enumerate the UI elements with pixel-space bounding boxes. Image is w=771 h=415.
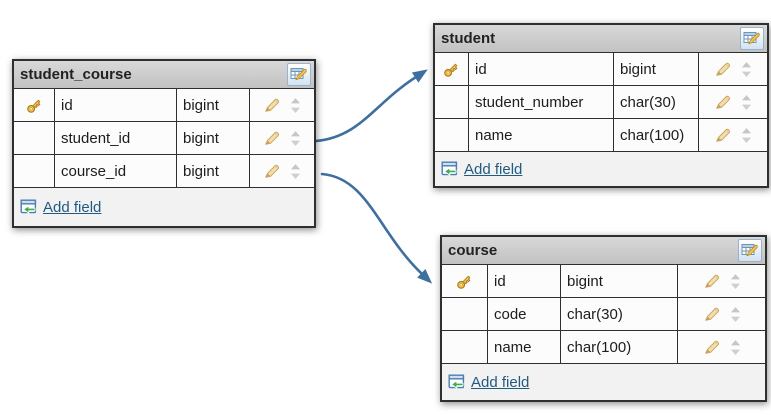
add-field-link[interactable]: Add field <box>464 160 523 178</box>
table-title: student <box>441 30 496 47</box>
field-actions <box>678 265 765 297</box>
pencil-icon[interactable] <box>703 306 720 323</box>
primary-key-cell <box>435 86 469 118</box>
move-up-down-icon[interactable] <box>290 130 301 147</box>
table-title: student_course <box>20 66 132 83</box>
field-name: course_id <box>55 155 177 187</box>
field-type: char(30) <box>561 298 678 330</box>
pencil-icon[interactable] <box>703 273 720 290</box>
table-card-student: student id bigint student_number char(30… <box>433 23 769 188</box>
field-actions <box>699 119 767 151</box>
relation-arrow-student_course-to-student <box>314 69 428 143</box>
primary-key-cell <box>14 89 55 121</box>
pencil-icon[interactable] <box>263 97 280 114</box>
field-type: char(100) <box>561 331 678 363</box>
primary-key-cell <box>435 119 469 151</box>
primary-key-cell <box>14 122 55 154</box>
move-up-down-icon[interactable] <box>741 61 752 78</box>
table-card-course: course id bigint code char(30) <box>440 235 767 402</box>
primary-key-cell <box>442 298 488 330</box>
add-field-icon <box>448 374 466 390</box>
move-up-down-icon[interactable] <box>741 127 752 144</box>
field-type: bigint <box>177 89 250 121</box>
table-structure-edit-icon[interactable] <box>740 27 764 50</box>
field-name: id <box>55 89 177 121</box>
add-field-icon <box>20 199 38 215</box>
field-name: student_number <box>469 86 614 118</box>
field-name: student_id <box>55 122 177 154</box>
field-type: bigint <box>177 155 250 187</box>
field-name: id <box>469 53 614 85</box>
field-actions <box>250 155 314 187</box>
table-footer: Add field <box>14 188 314 226</box>
field-name: id <box>488 265 561 297</box>
move-up-down-icon[interactable] <box>730 306 741 323</box>
table-header-student[interactable]: student <box>435 25 767 53</box>
pencil-icon[interactable] <box>703 339 720 356</box>
field-type: char(100) <box>614 119 699 151</box>
key-icon <box>440 60 463 79</box>
field-name: code <box>488 298 561 330</box>
field-actions <box>678 298 765 330</box>
primary-key-cell <box>442 331 488 363</box>
table-structure-edit-icon[interactable] <box>738 239 762 262</box>
field-type: bigint <box>561 265 678 297</box>
field-actions <box>250 89 314 121</box>
field-row: id bigint <box>442 265 765 298</box>
key-icon <box>453 272 476 291</box>
primary-key-cell <box>14 155 55 187</box>
field-actions <box>678 331 765 363</box>
primary-key-cell <box>442 265 488 297</box>
move-up-down-icon[interactable] <box>730 273 741 290</box>
move-up-down-icon[interactable] <box>290 97 301 114</box>
relation-arrow-student_course-to-course <box>320 172 433 284</box>
field-actions <box>250 122 314 154</box>
primary-key-cell <box>435 53 469 85</box>
table-footer: Add field <box>442 364 765 400</box>
field-row: id bigint <box>435 53 767 86</box>
field-actions <box>699 53 767 85</box>
pencil-icon[interactable] <box>263 130 280 147</box>
add-field-link[interactable]: Add field <box>43 198 102 216</box>
pencil-icon[interactable] <box>714 94 731 111</box>
field-name: name <box>488 331 561 363</box>
move-up-down-icon[interactable] <box>290 163 301 180</box>
move-up-down-icon[interactable] <box>730 339 741 356</box>
table-title: course <box>448 242 498 259</box>
table-header-student_course[interactable]: student_course <box>14 61 314 89</box>
field-type: bigint <box>614 53 699 85</box>
field-row: student_number char(30) <box>435 86 767 119</box>
field-row: name char(100) <box>435 119 767 152</box>
field-row: code char(30) <box>442 298 765 331</box>
field-type: bigint <box>177 122 250 154</box>
field-row: course_id bigint <box>14 155 314 188</box>
table-card-student_course: student_course id bigint student_id bigi… <box>12 59 316 228</box>
pencil-icon[interactable] <box>714 61 731 78</box>
add-field-link[interactable]: Add field <box>471 373 530 391</box>
add-field-icon <box>441 161 459 177</box>
table-header-course[interactable]: course <box>442 237 765 265</box>
move-up-down-icon[interactable] <box>741 94 752 111</box>
field-row: id bigint <box>14 89 314 122</box>
pencil-icon[interactable] <box>714 127 731 144</box>
table-footer: Add field <box>435 152 767 186</box>
field-actions <box>699 86 767 118</box>
pencil-icon[interactable] <box>263 163 280 180</box>
key-icon <box>23 96 46 115</box>
field-type: char(30) <box>614 86 699 118</box>
field-name: name <box>469 119 614 151</box>
field-row: name char(100) <box>442 331 765 364</box>
field-row: student_id bigint <box>14 122 314 155</box>
table-structure-edit-icon[interactable] <box>287 63 311 86</box>
